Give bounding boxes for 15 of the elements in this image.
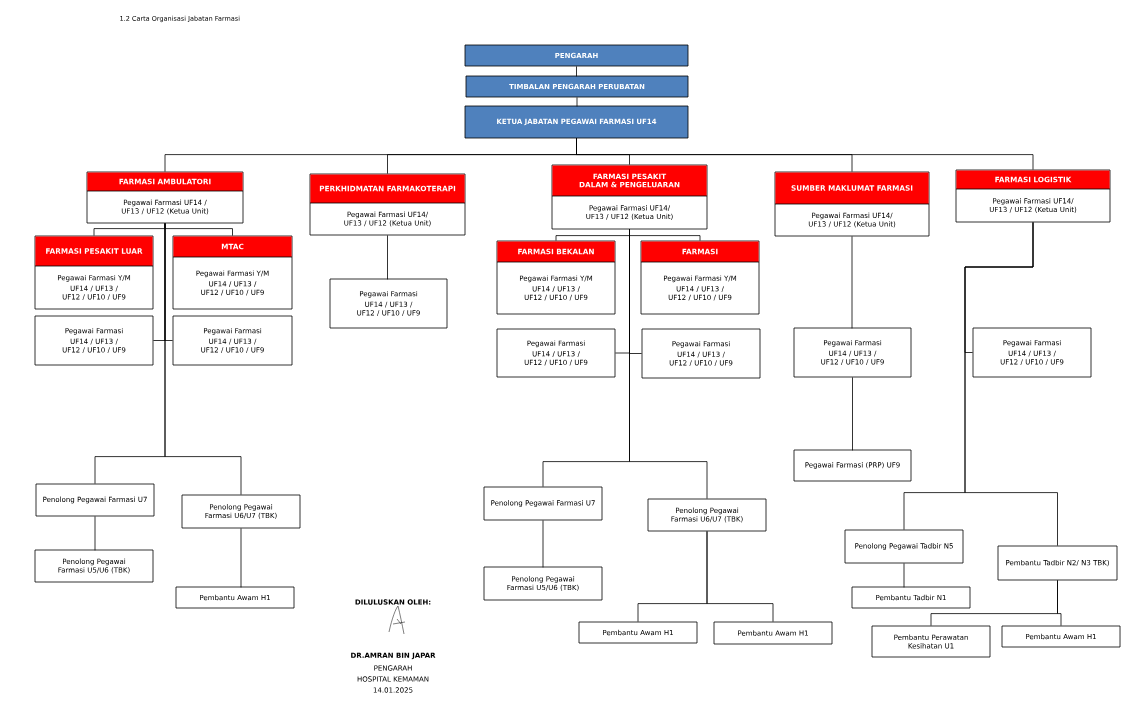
connector-line — [903, 563, 905, 588]
connector-line — [852, 377, 853, 451]
connector-line — [1057, 580, 1062, 626]
connector-line — [542, 520, 544, 568]
connector-line — [576, 97, 578, 107]
connector-line — [576, 66, 577, 77]
connector-line — [240, 528, 242, 588]
connector-line — [851, 236, 853, 329]
connector-line — [576, 138, 1034, 170]
connector-line — [164, 223, 242, 495]
connector-line — [706, 531, 774, 622]
connector-line — [629, 229, 708, 499]
connector-line — [964, 222, 1058, 546]
connector-line — [387, 235, 388, 280]
connector-line — [94, 516, 96, 551]
